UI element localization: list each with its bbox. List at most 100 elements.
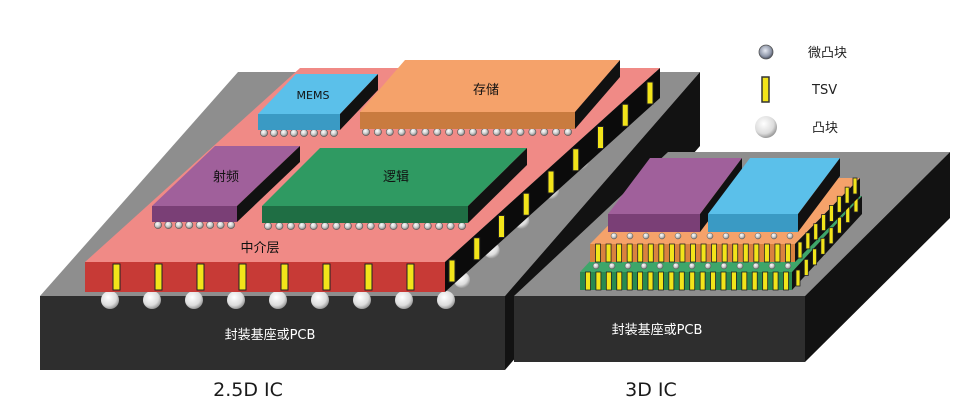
- tsv: [803, 259, 809, 276]
- micro-bump: [154, 221, 162, 229]
- chip-mems-front: [258, 114, 340, 130]
- tsv: [605, 271, 612, 291]
- package-3d: 封装基座或PCB 3D IC: [514, 152, 950, 401]
- micro-bump: [624, 262, 632, 270]
- micro-bump: [656, 262, 664, 270]
- tsv: [753, 243, 760, 263]
- micro-bump: [469, 128, 477, 136]
- micro-bump: [185, 221, 194, 229]
- micro-bump: [706, 232, 714, 240]
- bump: [353, 291, 371, 309]
- micro-bump: [355, 222, 364, 230]
- tsv: [795, 269, 801, 287]
- micro-bump: [290, 129, 298, 137]
- micro-bump: [688, 262, 696, 270]
- chip-rf-side: [237, 146, 300, 222]
- tsv: [658, 243, 665, 263]
- micro-bump: [206, 221, 215, 229]
- tsv: [626, 243, 633, 263]
- tsv: [406, 263, 415, 291]
- chip-memory-label: 存储: [473, 83, 499, 98]
- micro-bump: [227, 221, 235, 229]
- micro-bump: [298, 222, 307, 230]
- micro-bump: [626, 232, 634, 240]
- chip-memory-side: [575, 60, 620, 129]
- legend-label-tsv: TSV: [811, 83, 837, 98]
- micro-bump: [174, 221, 183, 229]
- micro-bump: [457, 128, 465, 136]
- tsv: [805, 232, 811, 250]
- tsv-icon: [761, 76, 770, 103]
- chip-memory-front: [360, 112, 575, 129]
- chip-logic-front: [262, 206, 468, 223]
- micro-bump: [672, 262, 680, 270]
- micro-bump: [704, 262, 712, 270]
- tsv: [837, 216, 842, 234]
- bump: [227, 291, 245, 309]
- tsvs-bottom-layer: [585, 195, 859, 291]
- tsv: [710, 271, 716, 291]
- micro-bump: [564, 128, 572, 136]
- tsv: [647, 243, 654, 263]
- tsv: [812, 248, 817, 266]
- micro-bump: [552, 128, 561, 136]
- bump-icon: [755, 116, 777, 138]
- tsv: [828, 227, 834, 245]
- substrate-3d-side: [805, 152, 950, 362]
- tsv: [647, 271, 654, 291]
- legend-item-micro-bump: 微凸块: [758, 44, 847, 61]
- micro-bump: [492, 128, 501, 136]
- tsv: [616, 243, 623, 263]
- tsv: [658, 271, 664, 291]
- chip-logic-side: [468, 148, 527, 223]
- micro-bump: [736, 262, 744, 270]
- chip-mems-label: MEMS: [297, 89, 330, 102]
- micro-bump: [504, 128, 513, 136]
- tsv: [844, 186, 850, 204]
- micro-bump: [423, 222, 432, 230]
- micro-bump: [412, 222, 421, 230]
- micro-bumps-mems: [260, 129, 338, 137]
- tsv: [813, 223, 819, 241]
- tsv: [668, 271, 675, 291]
- micro-bump: [445, 128, 454, 136]
- micro-bump: [642, 232, 650, 240]
- micro-bump: [768, 262, 776, 270]
- tsv: [196, 263, 205, 291]
- micro-bump: [300, 129, 308, 137]
- tsv: [797, 241, 803, 259]
- tsv: [595, 271, 602, 291]
- tsv: [154, 263, 163, 291]
- tsv: [732, 243, 739, 263]
- tsv: [762, 271, 769, 291]
- micro-bump: [389, 222, 398, 230]
- tsv: [595, 243, 601, 263]
- tsv: [774, 243, 781, 263]
- die-top-blue: [708, 158, 840, 232]
- micro-bump: [260, 129, 268, 137]
- chip-rf: 射频: [152, 146, 300, 229]
- legend-label-bump: 凸块: [812, 121, 838, 136]
- interposer-tsvs: [112, 81, 654, 291]
- tsv: [829, 205, 834, 222]
- tsv: [763, 243, 770, 263]
- chip-rf-front: [152, 206, 237, 222]
- micro-bump: [786, 232, 794, 240]
- micro-bump: [540, 128, 549, 136]
- substrate-3d-label: 封装基座或PCB: [612, 323, 703, 338]
- micro-bump: [640, 262, 648, 270]
- micro-bump: [343, 222, 352, 230]
- tsv: [498, 215, 505, 238]
- bump: [269, 291, 287, 309]
- chip-rf-top: [152, 146, 300, 206]
- tsv: [751, 271, 758, 291]
- micro-bump: [366, 222, 375, 230]
- tsv: [547, 170, 555, 194]
- legend-label-micro-bump: 微凸块: [808, 46, 847, 61]
- tsv: [690, 243, 696, 263]
- micro-bump: [516, 128, 525, 136]
- tsv: [280, 263, 289, 291]
- micro-bump: [264, 222, 272, 230]
- chip-rf-label: 射频: [213, 169, 239, 185]
- tsv: [720, 271, 727, 291]
